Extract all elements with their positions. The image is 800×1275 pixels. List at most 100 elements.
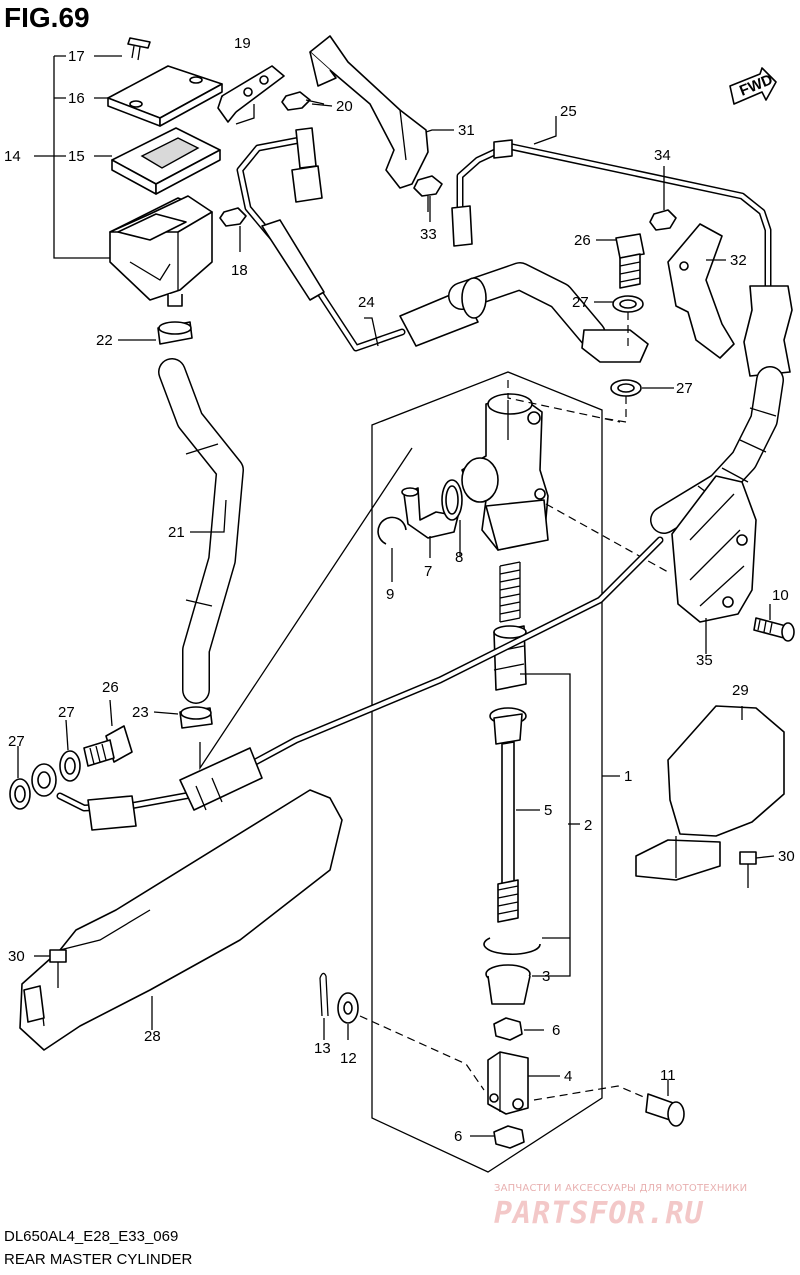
callout-20: 20 — [336, 98, 353, 115]
bolt-26-lower — [83, 725, 133, 767]
callout-33: 33 — [420, 226, 437, 243]
hose-lower — [56, 536, 664, 831]
callout-3: 3 — [542, 968, 550, 985]
boot-3 — [485, 964, 531, 1005]
callout-25: 25 — [560, 103, 577, 120]
bolt-18 — [219, 207, 247, 227]
assembly-outline — [371, 371, 603, 1173]
dash-body-side — [545, 503, 669, 573]
callout-19: 19 — [234, 35, 251, 52]
fitting-7 — [401, 487, 459, 539]
bolt-26-upper — [615, 233, 645, 289]
callout-6-upper: 6 — [552, 1022, 560, 1039]
circlip-2 — [483, 937, 541, 955]
guard-35 — [671, 475, 757, 623]
bolt-33 — [413, 175, 443, 212]
callout-6-lower: 6 — [454, 1128, 462, 1145]
bolt-20 — [281, 91, 325, 111]
reservoir-body-14 — [109, 195, 213, 307]
fwd-label: FWD — [737, 71, 775, 100]
callout-31: 31 — [458, 122, 475, 139]
hose-21 — [158, 358, 244, 704]
callout-14: 14 — [4, 148, 21, 165]
clevis-4 — [487, 1051, 529, 1115]
callout-15: 15 — [68, 148, 85, 165]
callout-26-lower: 26 — [102, 679, 119, 696]
callout-12: 12 — [340, 1050, 357, 1067]
callout-21: 21 — [168, 524, 185, 541]
reservoir-plate-16 — [107, 65, 223, 127]
callout-27-lower-a: 27 — [58, 704, 75, 721]
reservoir-cap-17-screw — [127, 37, 151, 61]
nut-6-upper — [493, 1017, 523, 1041]
callout-13: 13 — [314, 1040, 331, 1057]
washer-27-lower — [610, 379, 642, 397]
dash-body-top — [507, 380, 621, 423]
washer-27-lower-b — [9, 778, 31, 810]
callout-27-mid: 27 — [676, 380, 693, 397]
nut-6-lower — [493, 1125, 525, 1149]
callout-16: 16 — [68, 90, 85, 107]
washer-27-upper — [612, 295, 644, 313]
callout-18: 18 — [231, 262, 248, 279]
dash-bolt26-path — [601, 312, 629, 423]
oring-8 — [441, 479, 463, 521]
banjo-fitting — [31, 763, 57, 797]
clamp-22 — [157, 321, 193, 345]
clamp-23 — [179, 706, 213, 729]
model-code: DL650AL4_E28_E33_069 — [4, 1228, 179, 1245]
watermark-caption: ЗАПЧАСТИ И АКСЕССУАРЫ ДЛЯ МОТОТЕХНИКИ — [494, 1183, 748, 1194]
callout-leaders — [17, 103, 775, 1137]
callout-30-left: 30 — [8, 948, 25, 965]
callout-2: 2 — [584, 817, 592, 834]
callout-28: 28 — [144, 1028, 161, 1045]
bracket-19 — [217, 65, 285, 123]
screw-30-left — [49, 949, 67, 988]
callout-27-lower-b: 27 — [8, 733, 25, 750]
callout-22: 22 — [96, 332, 113, 349]
callout-4: 4 — [564, 1068, 572, 1085]
screw-30-right — [739, 851, 757, 888]
forward-arrow-icon: FWD — [729, 67, 777, 105]
bracket-32 — [667, 223, 735, 359]
callout-5: 5 — [544, 802, 552, 819]
master-cylinder-body — [461, 393, 549, 551]
washer-27-lower-a — [59, 750, 81, 782]
callout-30-right: 30 — [778, 848, 795, 865]
cover-28 — [19, 789, 343, 1051]
figure-name: REAR MASTER CYLINDER — [4, 1251, 193, 1268]
callout-1: 1 — [624, 768, 632, 785]
washer-12 — [337, 992, 359, 1024]
callout-9: 9 — [386, 586, 394, 603]
callout-7: 7 — [424, 563, 432, 580]
pushrod-5 — [489, 707, 527, 923]
circlip-9 — [377, 516, 407, 545]
bracket-31 — [309, 35, 429, 189]
leader-to-assembly — [199, 447, 413, 771]
callout-24: 24 — [358, 294, 375, 311]
hose-24 — [236, 127, 649, 363]
cotter-pin-13 — [319, 972, 329, 1017]
callout-17: 17 — [68, 48, 85, 65]
callout-34: 34 — [654, 147, 671, 164]
callout-8: 8 — [455, 549, 463, 566]
bolt-10 — [753, 617, 795, 642]
callout-26-upper: 26 — [574, 232, 591, 249]
callout-10: 10 — [772, 587, 789, 604]
callout-11: 11 — [660, 1067, 676, 1084]
callout-27-upper: 27 — [572, 294, 589, 311]
figure-title: FIG.69 — [4, 2, 90, 33]
pin-11 — [645, 1093, 685, 1127]
dash-washer-clevis — [359, 1015, 485, 1091]
callout-35: 35 — [696, 652, 713, 669]
callout-23: 23 — [132, 704, 149, 721]
cover-29 — [635, 705, 785, 881]
watermark-logo: PARTSFOR.RU — [494, 1196, 704, 1231]
spring-piston — [493, 561, 527, 691]
callout-32: 32 — [730, 252, 747, 269]
diaphragm-15 — [111, 127, 221, 195]
dash-clevis-pin — [533, 1085, 647, 1101]
bolt-34 — [649, 209, 677, 231]
callout-numbers: 17 16 14 15 19 20 31 18 22 21 24 25 34 3… — [4, 35, 795, 1145]
leaders-14-17 — [34, 55, 122, 259]
